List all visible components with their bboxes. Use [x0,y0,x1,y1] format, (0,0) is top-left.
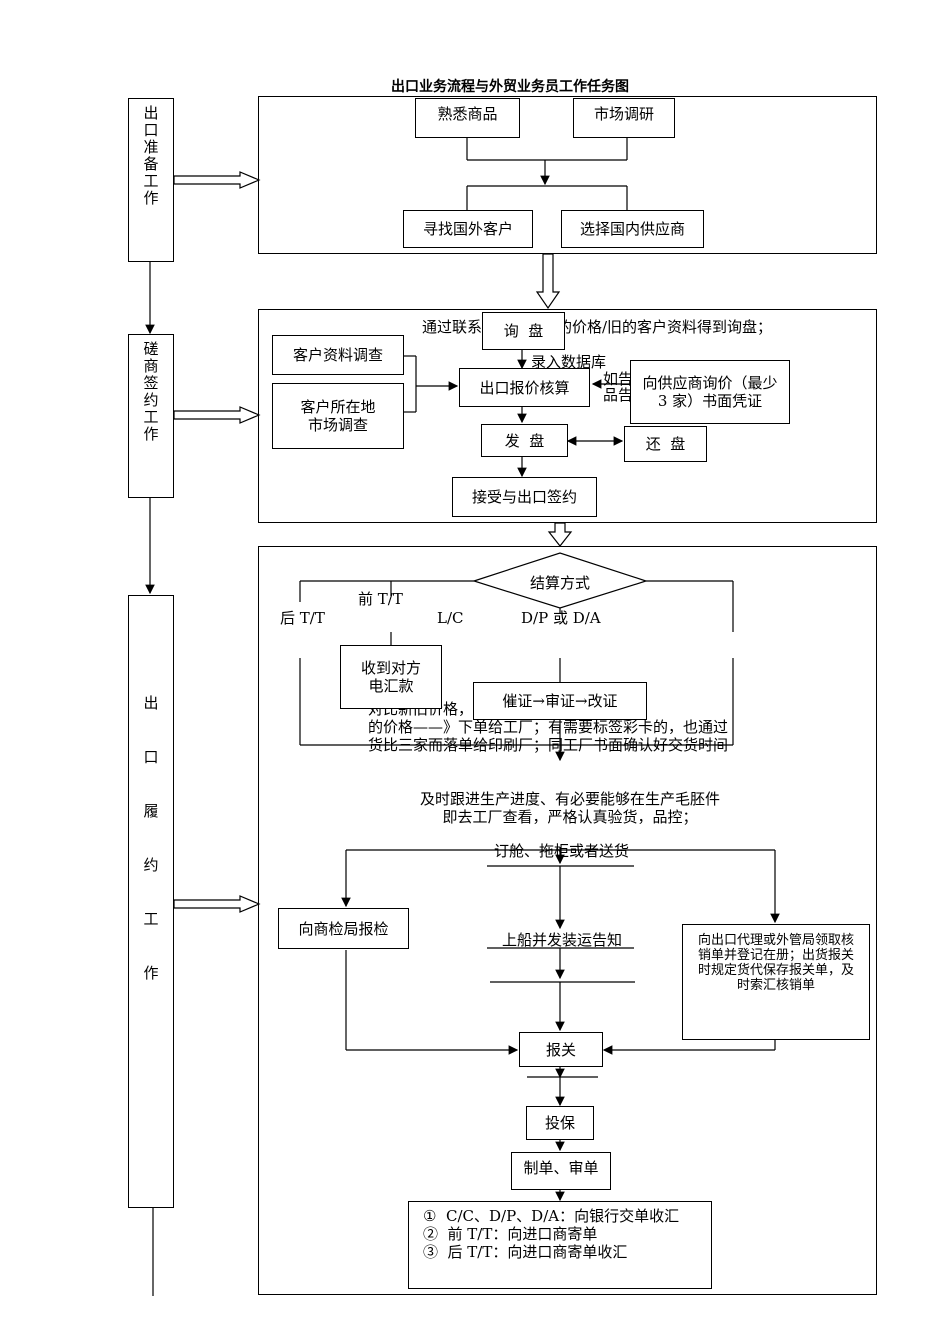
customer-info-box: 客户资料调查 [272,335,404,375]
stage-char: 出 [143,104,159,122]
lc-label: L/C [437,609,464,627]
stage-char: 磋 [143,340,159,358]
choose-supplier-box: 选择国内供应商 [561,210,704,248]
tt-before-label: 前 T/T [358,590,403,608]
offer-box: 发 盘 [481,424,568,457]
stage-char: 工 [143,172,159,190]
counter-offer-box: 还 盘 [624,426,707,462]
stage-char: 作 [143,964,159,982]
received-payment-box: 收到对方电汇款 [340,645,442,709]
booking-label: 订舱、拖柜或者送货 [494,842,630,860]
accept-sign-box: 接受与出口签约 [452,477,597,517]
negotiate-section [258,309,877,523]
collection-box: ① C/C、D/P、D/A：向银行交单收汇 ② 前 T/T：向进口商寄单 ③ 后… [408,1201,712,1289]
follow-up-text: 及时跟进生产进度、有必要能够在生产毛胚件 即去工厂查看，严格认真验货，品控； [380,790,760,826]
stage-char: 工 [143,408,159,426]
stage-char: 工 [143,910,159,928]
stage-char: 口 [143,121,159,139]
familiar-goods-box: 熟悉商品 [415,98,520,138]
stage-char: 作 [143,189,159,207]
collection-item: ② 前 T/T：向进口商寄单 [423,1225,598,1243]
follow-up-line: 及时跟进生产进度、有必要能够在生产毛胚件 [419,790,720,808]
stage-char: 约 [143,856,159,874]
stage-prep: 出 口 准 备 工 作 [128,98,174,262]
perform-section [258,546,877,1295]
stage-char: 作 [143,425,159,443]
lc-steps-box: 催证→审证→改证 [473,682,647,720]
inspection-box: 向商检局报检 [278,908,409,949]
documents-box: 制单、审单 [511,1152,611,1190]
market-research-box: 市场调研 [573,98,675,138]
export-quote-box: 出口报价核算 [459,368,590,407]
stage-char: 口 [143,748,159,766]
inquiry-box: 询 盘 [482,312,565,350]
stage-negotiate: 磋 商 签 约 工 作 [128,334,174,498]
find-customer-box: 寻找国外客户 [403,210,533,248]
prep-section [258,96,877,254]
agent-verification-box: 向出口代理或外管局领取核销单并登记在册；出货报关时规定货代保存报关单，及时索汇核… [682,924,870,1040]
tt-after-label: 后 T/T [280,609,325,627]
stage-char: 签 [143,374,159,392]
page-title: 出口业务流程与外贸业务员工作任务图 [391,79,629,95]
stage-char: 约 [143,391,159,409]
record-database-label: 录入数据库 [531,353,607,371]
supplier-inquiry-box: 向供应商询价（最少 3 家）书面凭证 [630,360,790,424]
collection-item: ① C/C、D/P、D/A：向银行交单收汇 [423,1207,680,1225]
stage-char: 履 [143,802,159,820]
collection-item: ③ 后 T/T：向进口商寄单收汇 [423,1243,628,1261]
follow-up-line: 即去工厂查看，严格认真验货，品控； [442,808,698,826]
customs-box: 报关 [519,1032,603,1067]
order-text-line: 货比三家而落单给印刷厂；同工厂书面确认好交货时间 [368,736,729,754]
side-note: 如告 [603,370,634,388]
shipping-notice-label: 上船并发装运告知 [502,931,623,949]
payment-decision: 结算方式 [529,574,590,592]
stage-perform: 出 口 履 约 工 作 [128,595,174,1208]
insurance-box: 投保 [526,1106,594,1140]
stage-char: 准 [143,138,159,156]
stage-char: 商 [143,357,159,375]
stage-char: 出 [143,694,159,712]
dp-da-label: D/P 或 D/A [521,609,601,627]
side-note-2: 品告 [603,386,634,404]
stage-char: 备 [143,155,159,173]
customer-market-box: 客户所在地市场调查 [272,383,404,449]
order-text-line: 的价格——》下单给工厂；有需要标签彩卡的，也通过 [368,718,729,736]
